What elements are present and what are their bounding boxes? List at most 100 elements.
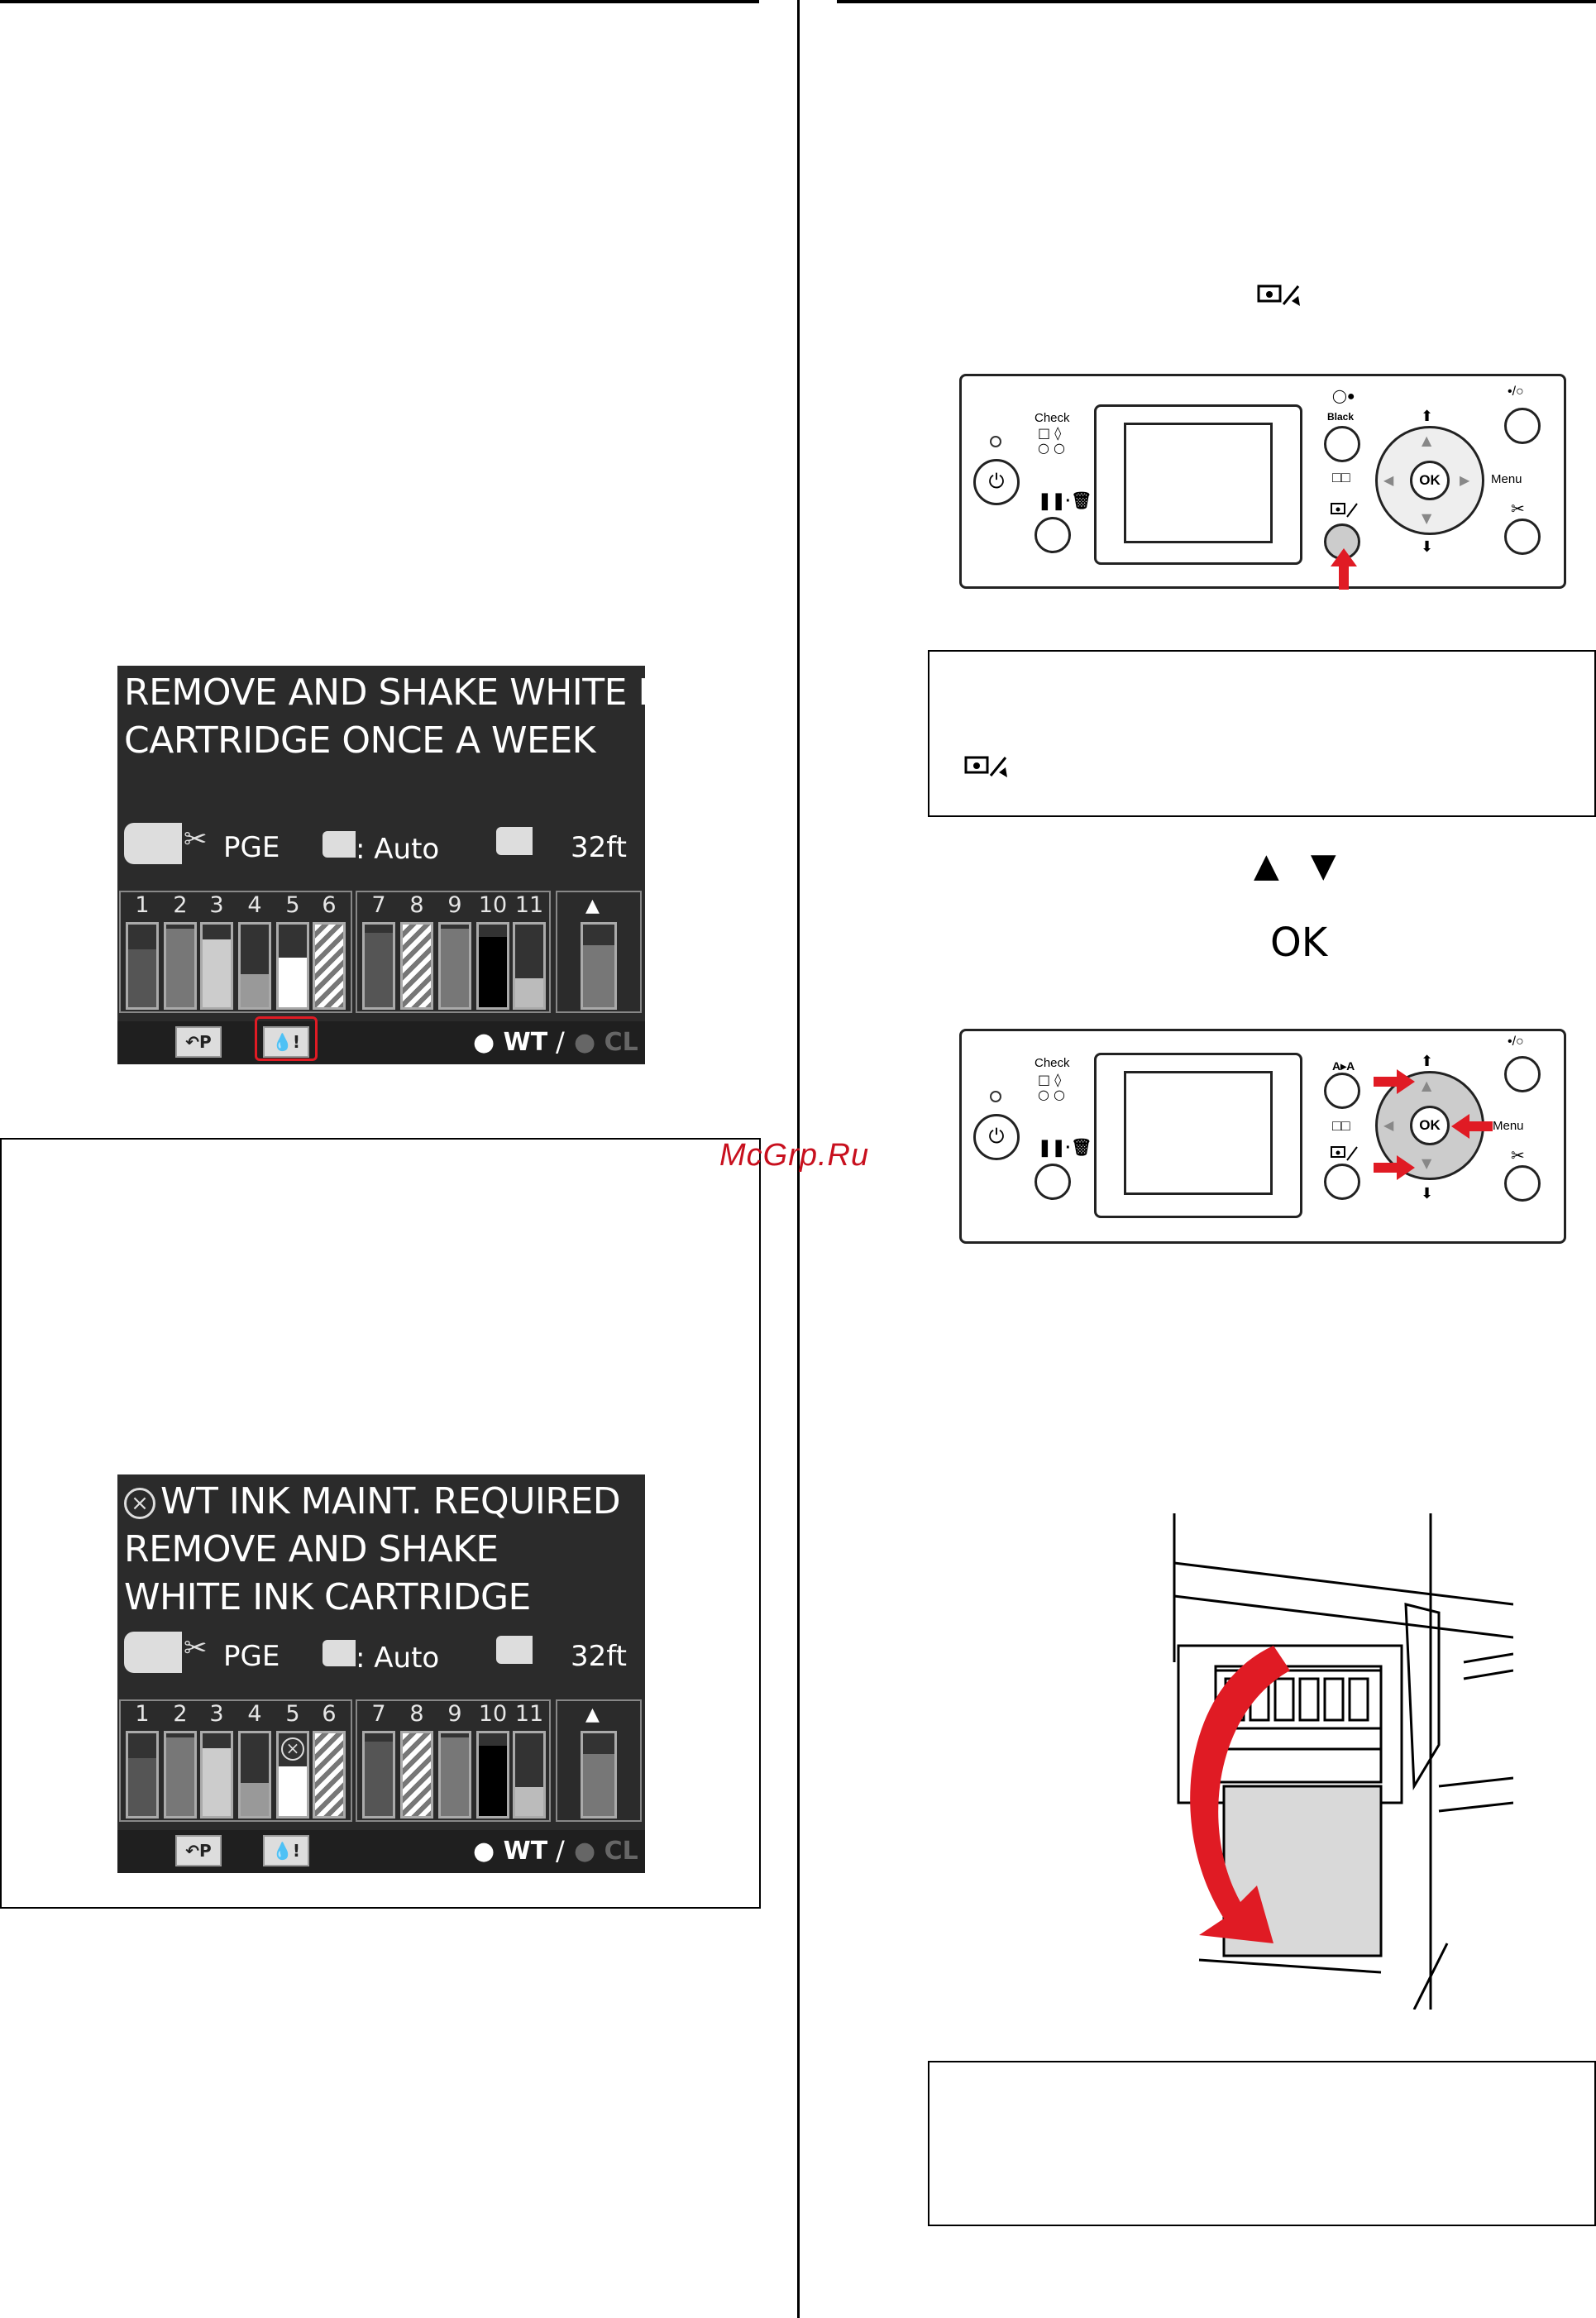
slot-number: 2 bbox=[173, 892, 188, 918]
drop-icon: ● bbox=[473, 1028, 495, 1057]
note-box-right-1 bbox=[928, 650, 1596, 817]
press-arrow bbox=[1331, 548, 1357, 593]
paper-source-icon: □□ bbox=[1332, 469, 1350, 485]
slot-number: 9 bbox=[447, 1701, 462, 1727]
lcd-message-line3: WHITE INK CARTRIDGE bbox=[124, 1576, 531, 1618]
ink-cartridge-slot bbox=[400, 922, 433, 1010]
lcd-display bbox=[1124, 423, 1273, 543]
paper-setup-button[interactable] bbox=[1504, 1056, 1541, 1092]
dpad-up-icon[interactable]: ▲ bbox=[1422, 433, 1432, 448]
ink-panel-left bbox=[119, 1699, 352, 1822]
watermark: McGrp.Ru bbox=[719, 1138, 870, 1173]
lcd-message-line1: WT INK MAINT. REQUIRED bbox=[160, 1480, 621, 1522]
maintenance-tank-slot bbox=[581, 922, 617, 1010]
drop-icon: ● bbox=[574, 1837, 596, 1866]
ink-cartridge-slot bbox=[400, 1731, 433, 1819]
ink-panel-left bbox=[119, 891, 352, 1013]
slot-number: 8 bbox=[409, 1701, 424, 1727]
roll-paper-icon bbox=[124, 823, 182, 864]
scissors-icon: ✂ bbox=[184, 1632, 208, 1665]
ink-cartridge-slot bbox=[513, 922, 546, 1010]
ink-warning-icon: 💧! bbox=[263, 1026, 309, 1058]
paper-feed-icon: ↶P bbox=[175, 1835, 222, 1866]
ink-panel-right bbox=[356, 891, 551, 1013]
slot-number: 11 bbox=[514, 892, 544, 918]
slot-number: 6 bbox=[322, 892, 337, 918]
aa-label: A▸A bbox=[1332, 1059, 1355, 1073]
dpad-down-icon[interactable]: ▼ bbox=[1422, 510, 1432, 526]
ok-button[interactable]: OK bbox=[1410, 1106, 1450, 1145]
power-led bbox=[990, 436, 1001, 447]
ink-cartridge-slot bbox=[476, 1731, 509, 1819]
ink-cartridge-slot bbox=[313, 1731, 346, 1819]
press-arrow-ok bbox=[1451, 1114, 1493, 1142]
ink-cartridge-slot bbox=[362, 1731, 395, 1819]
ink-maintenance-button[interactable] bbox=[1324, 1164, 1360, 1200]
cutter-button[interactable] bbox=[1504, 519, 1541, 555]
slot-number: 3 bbox=[209, 892, 224, 918]
ink-cartridge-slot bbox=[476, 922, 509, 1010]
check-status-icons: □ ◊○ ○ bbox=[1038, 1072, 1066, 1102]
lcd-message-line2: REMOVE AND SHAKE bbox=[124, 1528, 499, 1570]
ink-cartridge-slot bbox=[438, 1731, 471, 1819]
ok-button-text: OK bbox=[1270, 920, 1328, 966]
ink-mode-cl: ● CL bbox=[574, 1837, 638, 1866]
power-button[interactable]: ⏻ bbox=[973, 459, 1020, 505]
slot-number: 5 bbox=[285, 892, 300, 918]
aa-button[interactable] bbox=[1324, 1073, 1360, 1109]
error-icon: × bbox=[124, 1488, 155, 1519]
lcd-screen-maintenance-required: × WT INK MAINT. REQUIRED REMOVE AND SHAK… bbox=[117, 1474, 645, 1873]
up-down-arrow-icons: ▲ ▼ bbox=[1254, 847, 1336, 885]
maintenance-tank-icon: ▲ bbox=[585, 896, 600, 916]
drop-icon: ● bbox=[574, 1028, 596, 1057]
roll-length-icon bbox=[496, 827, 533, 855]
press-arrow-down bbox=[1374, 1155, 1415, 1183]
ink-cartridge-slot bbox=[164, 1731, 197, 1819]
ink-maintenance-icon bbox=[1331, 502, 1359, 519]
drop-icon: ● bbox=[473, 1837, 495, 1866]
power-button[interactable]: ⏻ bbox=[973, 1114, 1020, 1160]
ink-mode-separator: / bbox=[556, 1835, 565, 1866]
lcd-frame bbox=[1094, 1053, 1302, 1218]
ink-cartridge-slot bbox=[438, 922, 471, 1010]
ok-button[interactable]: OK bbox=[1410, 461, 1450, 500]
slot-number: 3 bbox=[209, 1701, 224, 1727]
dpad-up-icon[interactable]: ▲ bbox=[1422, 1078, 1432, 1093]
slot-number: 2 bbox=[173, 1701, 188, 1727]
ink-cartridge-slot bbox=[126, 1731, 159, 1819]
ink-maintenance-icon bbox=[1331, 1145, 1359, 1162]
ink-cartridge-slot bbox=[513, 1731, 546, 1819]
cutter-icon: ✂ bbox=[1511, 1147, 1525, 1165]
roll-length-icon bbox=[496, 1636, 533, 1664]
pause-cancel-button[interactable] bbox=[1035, 517, 1071, 553]
ink-mode-cl: ● CL bbox=[574, 1028, 638, 1057]
slot-number: 7 bbox=[371, 1701, 386, 1727]
dpad-down-icon[interactable]: ▼ bbox=[1422, 1155, 1432, 1171]
slot-number: 6 bbox=[322, 1701, 337, 1727]
dpad-left-icon[interactable]: ◀ bbox=[1383, 1117, 1394, 1133]
ink-cartridge-slot bbox=[164, 922, 197, 1010]
check-status-icons: □ ◊○ ○ bbox=[1038, 425, 1066, 456]
paper-type-label: PGE bbox=[223, 1640, 280, 1673]
scissors-icon: ✂ bbox=[184, 823, 208, 856]
dpad-left-icon[interactable]: ◀ bbox=[1383, 472, 1394, 488]
dpad-right-icon[interactable]: ▶ bbox=[1460, 472, 1470, 488]
pause-cancel-button[interactable] bbox=[1035, 1164, 1071, 1200]
ink-cartridge-slot bbox=[200, 922, 233, 1010]
ink-mode-cl-label: CL bbox=[604, 1028, 638, 1057]
lcd-message-line1: REMOVE AND SHAKE WHITE INK bbox=[124, 672, 645, 714]
roll-paper-icon bbox=[124, 1632, 182, 1673]
paper-setup-icon: •/○ bbox=[1508, 1035, 1524, 1049]
paper-type-label: PGE bbox=[223, 831, 280, 864]
black-ink-switch-button[interactable] bbox=[1324, 426, 1360, 462]
paper-setup-button[interactable] bbox=[1504, 408, 1541, 444]
ink-maintenance-icon bbox=[1257, 283, 1303, 308]
ink-warning-icon: 💧! bbox=[263, 1835, 309, 1866]
control-panel-1: ⏻ Check □ ◊○ ○ ❚❚·🗑 ◯● Black □□ ⬆ ▲ ▼ ◀ … bbox=[959, 374, 1566, 590]
cutter-button[interactable] bbox=[1504, 1165, 1541, 1202]
ink-switch-icon: ◯● bbox=[1332, 390, 1355, 404]
margin-label: : Auto bbox=[356, 833, 440, 866]
roll-length-value: 32ft bbox=[571, 1640, 627, 1673]
margin-label: : Auto bbox=[356, 1642, 440, 1675]
menu-label: Menu bbox=[1491, 472, 1522, 486]
